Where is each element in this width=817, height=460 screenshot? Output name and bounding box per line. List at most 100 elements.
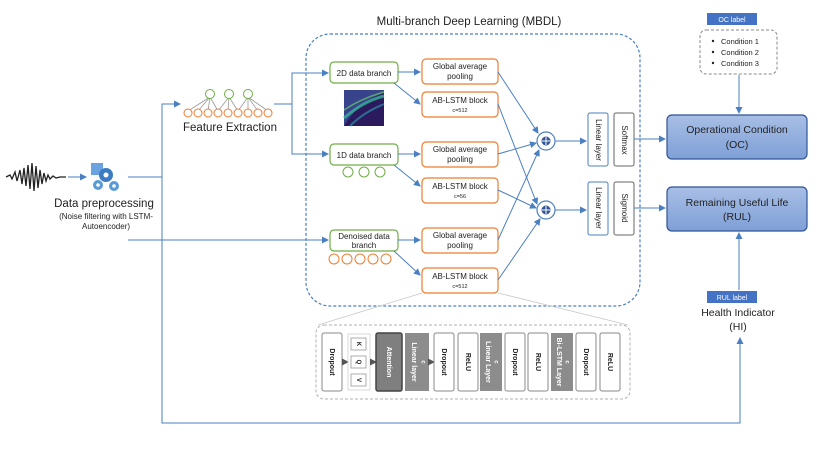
diagram-title: Multi-branch Deep Learning (MBDL)	[377, 16, 562, 28]
detail-linear-2	[480, 333, 502, 391]
branch-denoised-label-1: Denoised data	[338, 232, 390, 241]
neural-network-icon	[183, 89, 273, 118]
branch-1d-label: 1D data branch	[337, 151, 392, 160]
detail-linear-2-label: Linear Layer	[484, 341, 491, 383]
arrow-gap2-to-concat1	[497, 141, 537, 155]
oc-conditions-box	[699, 29, 778, 75]
detail-relu-1-label: ReLU	[464, 353, 471, 371]
arrow-1d-to-ablstm	[393, 164, 421, 187]
concat-node-rul	[536, 200, 556, 220]
ablstm-block-3	[421, 267, 499, 294]
oc-label-tag	[707, 13, 757, 25]
raw-signal-waveform	[5, 162, 66, 192]
detail-relu-2	[527, 332, 549, 392]
detail-bilstm	[551, 333, 573, 391]
bullet-icon	[711, 39, 715, 43]
preprocessing-note-2: Autoencoder)	[82, 222, 130, 231]
detail-dropout-4	[575, 332, 597, 392]
detail-linear-1-c: c	[419, 360, 425, 364]
bullet-icon	[711, 50, 715, 54]
denoised-circles	[328, 253, 392, 265]
condition-2: Condition 2	[721, 48, 759, 57]
health-indicator-abbr: (HI)	[729, 321, 747, 333]
gap-block-3-label-2: pooling	[447, 241, 473, 250]
expand-line-right	[497, 292, 629, 326]
ablstm-block-1-c: c=512	[452, 108, 467, 114]
detail-relu-3-label: ReLU	[606, 353, 613, 371]
arrow-gap3-to-concat1	[497, 149, 540, 241]
detail-dropout-4-label: Dropout	[582, 348, 589, 376]
detail-dropout-2	[433, 332, 455, 392]
ablstm-block-1-label: AB-LSTM block	[432, 96, 489, 105]
linear-layer-oc-box	[587, 112, 609, 167]
condition-3: Condition 3	[721, 59, 759, 68]
gap-block-1-label-2: pooling	[447, 72, 473, 81]
output-rul-label-2: (RUL)	[723, 211, 751, 223]
branch-denoised-label-2: branch	[352, 241, 376, 250]
gap-block-3	[421, 227, 499, 254]
arrow-ablstm3-to-concat2	[497, 218, 541, 281]
arrow-2d-to-ablstm	[393, 82, 421, 105]
branch-2d-label: 2D data branch	[337, 69, 392, 78]
ablstm-block-3-label: AB-LSTM block	[432, 272, 489, 281]
arrow-feature-to-1d	[291, 104, 329, 158]
preprocessing-label: Data preprocessing	[54, 198, 154, 210]
bullet-icon	[711, 61, 715, 65]
arrow-gap1-to-concat1	[497, 71, 539, 134]
detail-v-box	[350, 373, 367, 387]
ablstm-detail: Dropout K Q V Attention Linear layer c D…	[321, 332, 621, 392]
health-indicator-label: Health Indicator	[701, 307, 775, 319]
detail-k-box	[350, 337, 367, 351]
softmax-label: Softmax	[620, 125, 629, 154]
feature-extraction-label: Feature Extraction	[183, 122, 277, 134]
ablstm-block-3-c: c=512	[452, 284, 467, 290]
output-oc-label-2: (OC)	[726, 139, 749, 151]
detail-dropout-3	[504, 332, 526, 392]
linear-layer-rul-box	[587, 181, 609, 236]
rul-label-tag-text: RUL label	[717, 295, 748, 302]
detail-dropout-2-label: Dropout	[440, 348, 447, 376]
detail-linear-1-label: Linear layer	[410, 342, 417, 382]
linear-layer-rul-label: Linear layer	[594, 187, 603, 229]
sigmoid-label: Sigmoid	[620, 194, 629, 223]
arrow-preprocess-to-feature	[128, 100, 181, 178]
gap-block-2	[421, 141, 499, 168]
rul-label-tag	[707, 291, 757, 303]
gap-block-2-label-1: Global average	[433, 145, 488, 154]
detail-dropout-3-label: Dropout	[511, 348, 518, 376]
condition-1: Condition 1	[721, 37, 759, 46]
ablstm-block-2-c: c=56	[454, 194, 466, 200]
concat-node-oc	[536, 131, 556, 151]
detail-v-label: V	[355, 378, 361, 382]
gap-block-1-label-1: Global average	[433, 62, 488, 71]
linear-layer-oc-label: Linear layer	[594, 119, 603, 161]
detail-q-label: Q	[355, 360, 361, 365]
one-d-circles	[342, 166, 386, 178]
detail-relu-1	[457, 332, 479, 392]
detail-q-box	[350, 355, 367, 369]
detail-linear-1	[405, 333, 429, 391]
arrow-denoised-to-ablstm	[393, 250, 421, 276]
preprocessing-note-1: (Noise filtering with LSTM-	[59, 212, 153, 221]
oc-label-tag-text: OC label	[718, 17, 746, 24]
expand-line-left	[317, 292, 423, 326]
arrow-feature-to-2d	[274, 69, 329, 105]
spectrogram-image	[343, 90, 385, 127]
output-oc-label-1: Operational Condition	[686, 124, 788, 136]
gears-icon	[91, 163, 119, 191]
ablstm-block-2-label: AB-LSTM block	[432, 182, 489, 191]
gap-block-2-label-2: pooling	[447, 155, 473, 164]
arrow-ablstm1-to-concat2	[497, 103, 539, 205]
detail-attention	[375, 332, 403, 392]
detail-attention-label: Attention	[385, 347, 392, 378]
detail-bilstm-c: c	[563, 360, 569, 364]
output-oc-box	[666, 114, 808, 160]
gap-block-3-label-1: Global average	[433, 231, 488, 240]
mbdl-container	[305, 33, 641, 307]
output-rul-box	[666, 186, 808, 232]
detail-relu-2-label: ReLU	[534, 353, 541, 371]
output-rul-label-1: Remaining Useful Life	[686, 197, 789, 209]
arrow-to-health-indicator	[161, 177, 744, 424]
detail-dropout-1-label: Dropout	[328, 348, 335, 376]
